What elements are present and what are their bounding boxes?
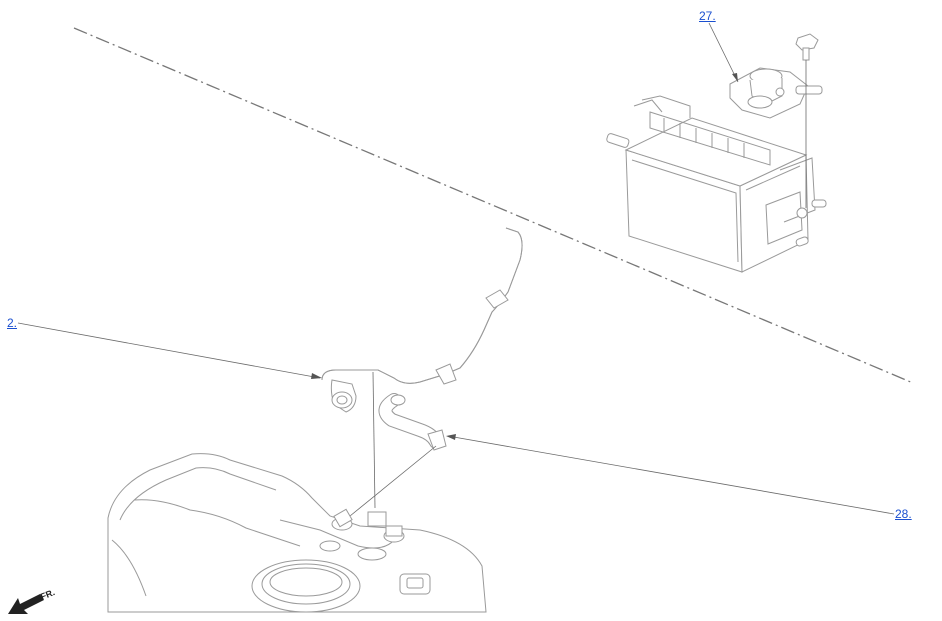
leader-28-arrowhead: [446, 434, 456, 440]
callout-28-link[interactable]: 28.: [895, 507, 912, 521]
charcoal-canister: [606, 95, 827, 273]
callout-2-link[interactable]: 2.: [7, 316, 18, 330]
leader-27: [708, 22, 739, 83]
callout-27-link[interactable]: 27.: [699, 9, 716, 23]
separation-line: [73, 27, 914, 384]
bolt: [795, 33, 819, 208]
front-direction-arrow-icon: [8, 594, 44, 614]
leader-27-arrowhead: [732, 73, 738, 82]
leader-2: [17, 322, 321, 379]
fuel-tank: [107, 453, 487, 613]
purge-valve: [729, 67, 823, 119]
leader-2-arrowhead: [311, 373, 322, 379]
front-direction-label: FR.: [39, 587, 56, 602]
leader-28: [447, 435, 895, 515]
vapor-tube: [321, 227, 523, 413]
fill-hose: [378, 393, 447, 451]
